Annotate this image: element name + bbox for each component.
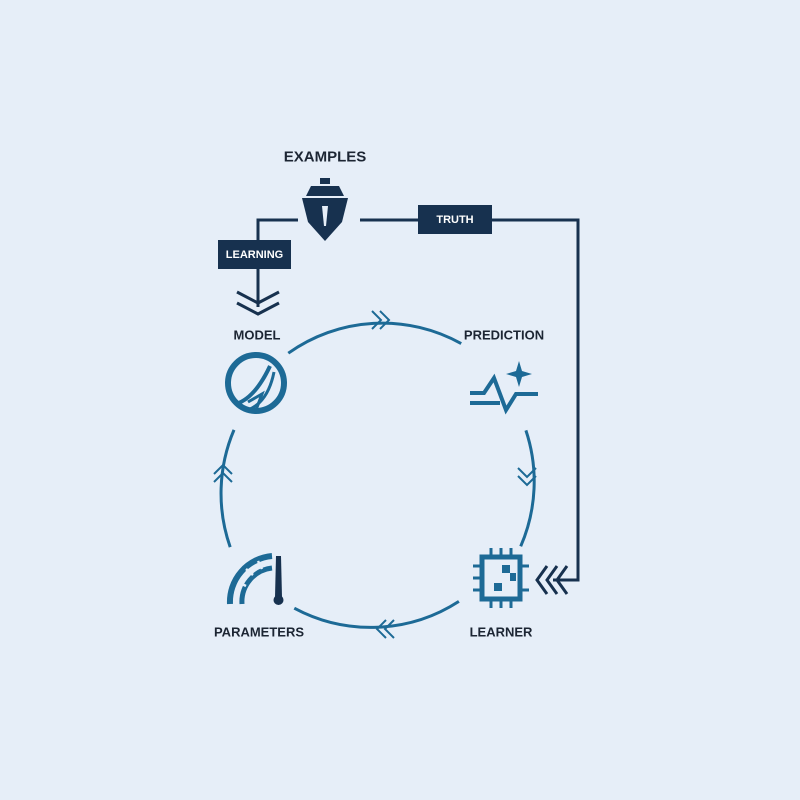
ship-icon bbox=[302, 178, 348, 241]
arc-learner-to-parameters bbox=[293, 600, 460, 629]
parameters-label: PARAMETERS bbox=[213, 624, 305, 640]
model-label: MODEL bbox=[233, 327, 281, 343]
cycle-chevrons bbox=[213, 310, 537, 639]
truth-connector bbox=[360, 218, 580, 582]
arc-prediction-to-learner bbox=[519, 429, 536, 547]
learner-input-chevrons bbox=[535, 565, 569, 595]
learning-chevrons bbox=[236, 290, 280, 316]
connectors bbox=[236, 218, 580, 595]
learning-tag: LEARNING bbox=[218, 240, 291, 269]
chevron-left-bottom bbox=[375, 619, 395, 639]
chevron-right-top bbox=[371, 310, 391, 330]
examples-label: EXAMPLES bbox=[283, 148, 367, 166]
prediction-label: PREDICTION bbox=[463, 327, 545, 343]
truth-tag: TRUTH bbox=[418, 205, 492, 234]
parameters-gauge-icon bbox=[226, 553, 284, 605]
learner-chip-icon bbox=[473, 548, 529, 608]
arc-parameters-to-model bbox=[219, 429, 236, 548]
chevron-down-right bbox=[517, 467, 537, 487]
arc-model-to-prediction bbox=[287, 321, 462, 355]
prediction-sparkle-icon bbox=[470, 361, 538, 415]
learner-label: LEARNER bbox=[469, 624, 533, 640]
chevron-up-left bbox=[213, 463, 233, 483]
model-compass-icon bbox=[225, 352, 287, 414]
learning-connector bbox=[256, 218, 298, 307]
